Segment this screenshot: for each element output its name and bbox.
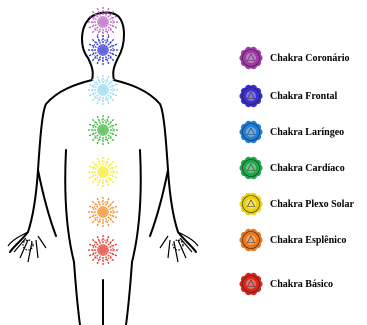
body-chakra-6 [88, 197, 118, 227]
body-chakra-3 [88, 75, 118, 105]
body-chakra-5 [88, 157, 118, 187]
root-chakra-icon [236, 270, 266, 298]
legend-item-label: Chakra Cardíaco [270, 163, 345, 174]
legend-item: Chakra Laríngeo [236, 118, 344, 146]
legend-item-label: Chakra Coronário [270, 53, 350, 64]
body-chakra-2 [88, 35, 118, 65]
body-chakra-1 [88, 7, 118, 37]
heart-chakra-icon [236, 154, 266, 182]
legend-item: Chakra Plexo Solar [236, 190, 354, 218]
legend-item-label: Chakra Esplênico [270, 235, 346, 246]
legend-item-label: Chakra Frontal [270, 91, 337, 102]
third-eye-chakra-icon [236, 82, 266, 110]
human-body-figure [0, 0, 230, 325]
body-chakra-4 [88, 115, 118, 145]
legend-item: Chakra Coronário [236, 44, 350, 72]
throat-chakra-icon [236, 118, 266, 146]
legend-item: Chakra Cardíaco [236, 154, 345, 182]
solar-plexus-chakra-icon [236, 190, 266, 218]
legend-item: Chakra Frontal [236, 82, 337, 110]
legend-item-label: Chakra Laríngeo [270, 127, 344, 138]
legend-item: Chakra Básico [236, 270, 333, 298]
legend-item-label: Chakra Básico [270, 279, 333, 290]
body-chakra-7 [88, 235, 118, 265]
crown-chakra-icon [236, 44, 266, 72]
legend-item: Chakra Esplênico [236, 226, 346, 254]
sacral-chakra-icon [236, 226, 266, 254]
legend-item-label: Chakra Plexo Solar [270, 199, 354, 210]
